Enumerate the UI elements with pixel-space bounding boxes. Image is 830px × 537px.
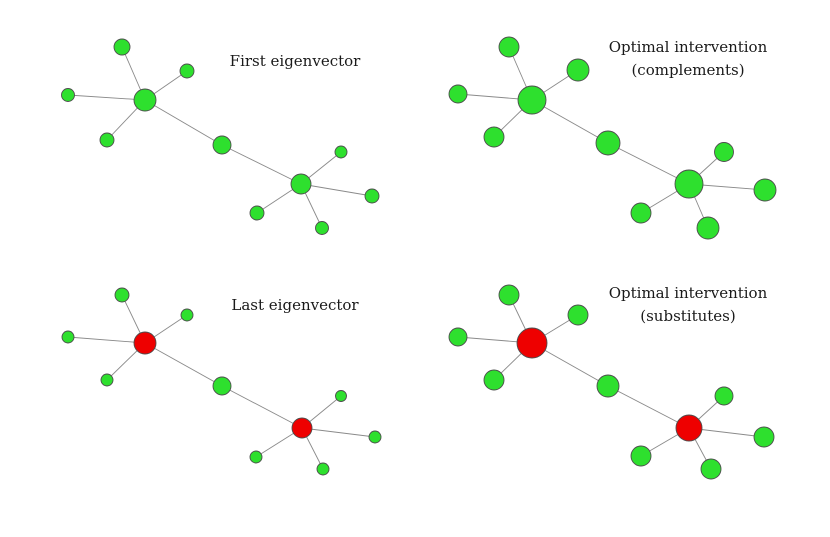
network-node-first-eigenvector-6 (290, 173, 312, 195)
network-edge (531, 99, 609, 144)
network-node-last-eigenvector-6 (291, 417, 313, 439)
network-node-last-eigenvector-3 (61, 330, 75, 344)
network-node-optimal-complements-10 (696, 216, 720, 240)
network-node-optimal-complements-3 (448, 84, 468, 104)
network-node-first-eigenvector-0 (133, 88, 157, 112)
network-node-optimal-complements-2 (566, 58, 590, 82)
network-node-first-eigenvector-8 (364, 188, 380, 204)
network-node-optimal-substitutes-5 (596, 374, 620, 398)
network-node-optimal-substitutes-2 (567, 304, 589, 326)
network-node-optimal-substitutes-8 (753, 426, 775, 448)
network-node-last-eigenvector-1 (114, 287, 130, 303)
network-node-optimal-complements-5 (595, 130, 621, 156)
network-edge (67, 94, 146, 101)
network-node-first-eigenvector-3 (61, 88, 75, 102)
network-edge (607, 385, 690, 429)
network-node-optimal-complements-6 (674, 169, 704, 199)
network-edge (67, 336, 146, 344)
network-node-first-eigenvector-5 (212, 135, 232, 155)
network-node-last-eigenvector-10 (316, 462, 330, 476)
network-node-optimal-complements-7 (714, 142, 734, 162)
network-node-optimal-substitutes-1 (498, 284, 520, 306)
network-node-last-eigenvector-2 (180, 308, 194, 322)
network-node-first-eigenvector-1 (113, 38, 131, 56)
network-edge (144, 99, 223, 146)
network-node-last-eigenvector-4 (100, 373, 114, 387)
network-node-optimal-substitutes-6 (675, 414, 703, 442)
network-edge (301, 427, 376, 438)
network-node-optimal-complements-4 (483, 126, 505, 148)
network-node-last-eigenvector-0 (133, 331, 157, 355)
network-node-optimal-complements-9 (630, 202, 652, 224)
network-node-optimal-substitutes-3 (448, 327, 468, 347)
network-optimal-complements (448, 36, 777, 240)
network-node-first-eigenvector-2 (179, 63, 195, 79)
network-edge (144, 342, 223, 387)
network-node-optimal-complements-8 (753, 178, 777, 202)
network-node-optimal-substitutes-7 (714, 386, 734, 406)
network-node-optimal-complements-1 (498, 36, 520, 58)
network-node-first-eigenvector-7 (334, 145, 348, 159)
network-node-first-eigenvector-10 (315, 221, 329, 235)
network-node-optimal-substitutes-0 (516, 327, 548, 359)
network-edge (607, 142, 690, 185)
network-node-optimal-substitutes-10 (700, 458, 722, 480)
network-node-last-eigenvector-5 (212, 376, 232, 396)
network-edge (221, 385, 303, 429)
network-node-first-eigenvector-4 (99, 132, 115, 148)
network-node-optimal-substitutes-4 (483, 369, 505, 391)
network-node-last-eigenvector-9 (249, 450, 263, 464)
network-node-optimal-substitutes-9 (630, 445, 652, 467)
network-node-optimal-complements-0 (517, 85, 547, 115)
network-edge (300, 183, 373, 197)
network-last-eigenvector (61, 287, 382, 476)
network-node-last-eigenvector-7 (335, 390, 347, 402)
network-first-eigenvector (61, 38, 380, 235)
network-node-last-eigenvector-8 (368, 430, 382, 444)
network-edge (221, 144, 302, 185)
network-node-first-eigenvector-9 (249, 205, 265, 221)
network-optimal-substitutes (448, 284, 775, 480)
